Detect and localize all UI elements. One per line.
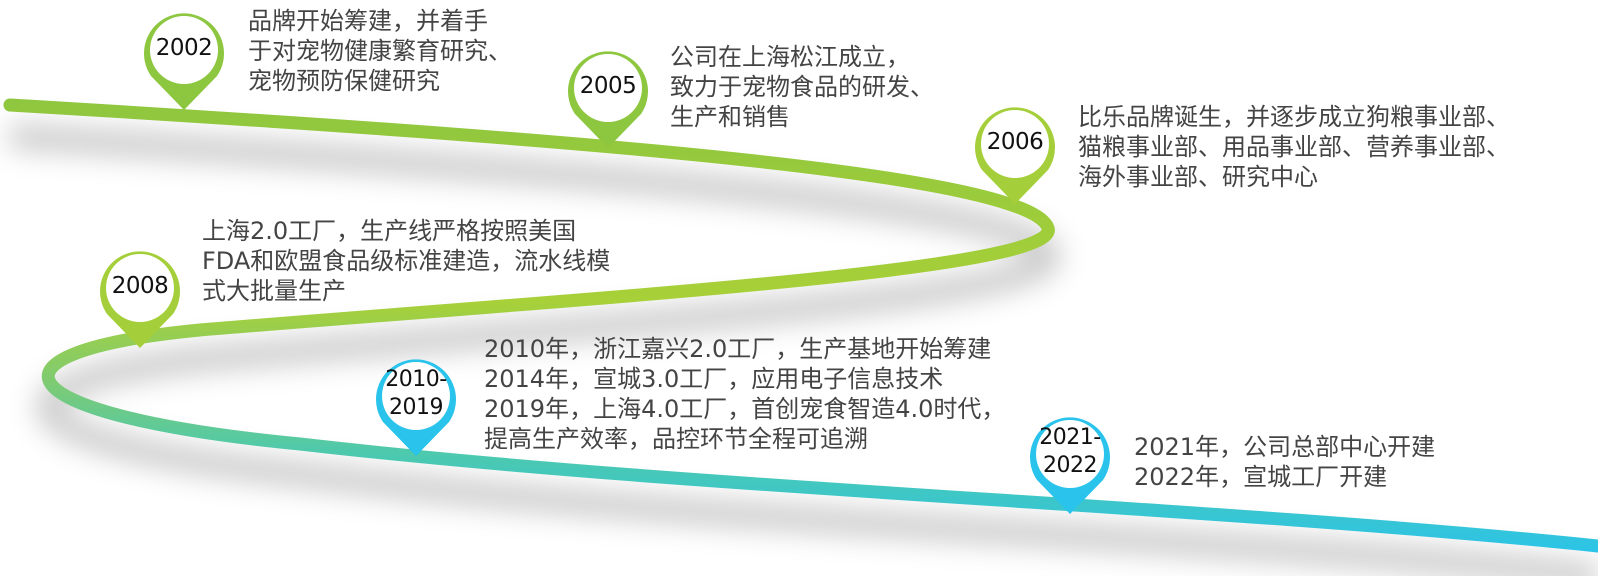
- description-line: 致力于宠物食品的研发、: [670, 73, 934, 101]
- map-pin-icon: [1030, 417, 1110, 514]
- description-line: 2019年，上海4.0工厂，首创宠食智造4.0时代，: [484, 395, 1006, 423]
- map-pin-icon: [100, 251, 180, 348]
- milestone-pin-2006: 2006: [973, 100, 1057, 204]
- milestone-year: 2021- 2022: [1028, 425, 1112, 478]
- description-line: 上海2.0工厂，生产线严格按照美国: [202, 217, 577, 245]
- map-pin-icon: [376, 359, 456, 456]
- milestone-pin-2021-2022: 2021- 2022: [1028, 410, 1112, 514]
- description-line: 品牌开始筹建，并着手: [248, 7, 488, 35]
- milestone-pin-2005: 2005: [566, 44, 650, 148]
- milestone-description-2008: 上海2.0工厂，生产线严格按照美国 FDA和欧盟食品级标准建造，流水线模 式大批…: [202, 216, 610, 306]
- milestone-year: 2005: [579, 72, 637, 99]
- description-line: 2010年，浙江嘉兴2.0工厂，生产基地开始筹建: [484, 335, 992, 363]
- milestone-description-2005: 公司在上海松江成立， 致力于宠物食品的研发、 生产和销售: [670, 42, 934, 132]
- milestone-description-2002: 品牌开始筹建，并着手 于对宠物健康繁育研究、 宠物预防保健研究: [248, 6, 512, 96]
- milestone-description-2021-2022: 2021年，公司总部中心开建 2022年，宣城工厂开建: [1134, 432, 1435, 492]
- description-line: 式大批量生产: [202, 277, 346, 305]
- description-line: 宠物预防保健研究: [248, 67, 440, 95]
- description-line: FDA和欧盟食品级标准建造，流水线模: [202, 247, 611, 275]
- description-line: 猫粮事业部、用品事业部、营养事业部、: [1078, 133, 1510, 161]
- milestone-pin-2002: 2002: [142, 6, 226, 110]
- description-line: 海外事业部、研究中心: [1078, 163, 1318, 191]
- road-shadow: [9, 124, 1598, 576]
- milestone-year: 2008: [111, 272, 169, 299]
- description-line: 生产和销售: [670, 103, 790, 131]
- description-line: 于对宠物健康繁育研究、: [248, 37, 512, 65]
- description-line: 2022年，宣城工厂开建: [1134, 463, 1388, 491]
- description-line: 提高生产效率，品控环节全程可追溯: [484, 425, 868, 453]
- description-line: 2014年，宣城3.0工厂，应用电子信息技术: [484, 365, 944, 393]
- milestone-description-2006: 比乐品牌诞生，并逐步成立狗粮事业部、 猫粮事业部、用品事业部、营养事业部、 海外…: [1078, 102, 1510, 192]
- description-line: 公司在上海松江成立，: [670, 43, 910, 71]
- milestone-description-2010-2019: 2010年，浙江嘉兴2.0工厂，生产基地开始筹建 2014年，宣城3.0工厂，应…: [484, 334, 1005, 454]
- milestone-pin-2008: 2008: [98, 244, 182, 348]
- road-path: [3, 98, 1598, 553]
- milestone-year-line: 2022: [1043, 453, 1098, 478]
- map-pin-icon: [144, 13, 224, 110]
- milestone-year: 2010- 2019: [374, 367, 458, 420]
- milestone-year-line: 2021-: [1039, 425, 1101, 450]
- milestone-year: 2002: [155, 34, 213, 61]
- milestone-pin-2010-2019: 2010- 2019: [374, 352, 458, 456]
- milestone-year-line: 2010-: [385, 367, 447, 392]
- map-pin-icon: [975, 107, 1055, 204]
- milestone-year-line: 2019: [389, 395, 444, 420]
- description-line: 比乐品牌诞生，并逐步成立狗粮事业部、: [1078, 103, 1510, 131]
- description-line: 2021年，公司总部中心开建: [1134, 433, 1436, 461]
- milestone-year: 2006: [986, 128, 1044, 155]
- map-pin-icon: [568, 51, 648, 148]
